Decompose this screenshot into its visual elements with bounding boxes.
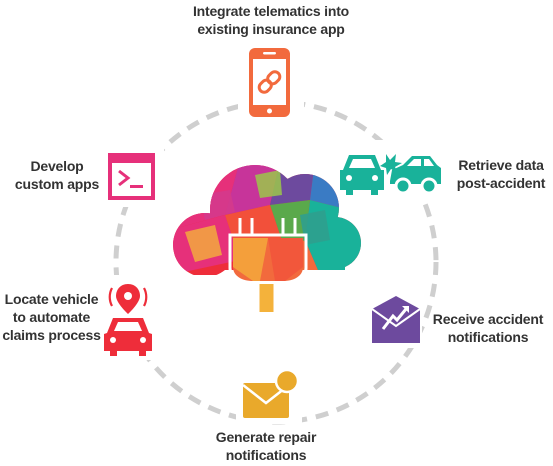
label-line: Generate repair [215,429,317,445]
car-collision-icon [340,154,441,195]
label-line: Integrate telematics into [192,3,350,19]
label-line: to automate [12,309,91,325]
label-line: notifications [225,447,307,463]
car-location-icon [104,284,152,356]
label-line: Locate vehicle [4,291,99,307]
label-line: custom apps [14,176,100,192]
label-retrieve: Retrieve data post-accident [450,156,552,192]
label-line: notifications [447,329,529,345]
label-line: existing insurance app [197,21,345,37]
label-generate: Generate repair notifications [196,428,336,464]
label-locate: Locate vehicle to automate claims proces… [0,290,103,344]
smartphone-link-icon [249,48,290,117]
label-line: Develop [30,158,84,174]
label-line: Retrieve data [458,157,544,173]
label-receive: Receive accident notifications [424,310,552,346]
envelope-alert-icon [371,296,421,343]
label-integrate: Integrate telematics into existing insur… [151,2,391,38]
label-line: post-accident [456,175,546,191]
label-develop: Develop custom apps [10,157,104,193]
terminal-window-icon [108,153,155,200]
label-line: claims process [2,327,101,343]
envelope-notification-icon [242,368,300,418]
label-line: Receive accident [432,311,544,327]
